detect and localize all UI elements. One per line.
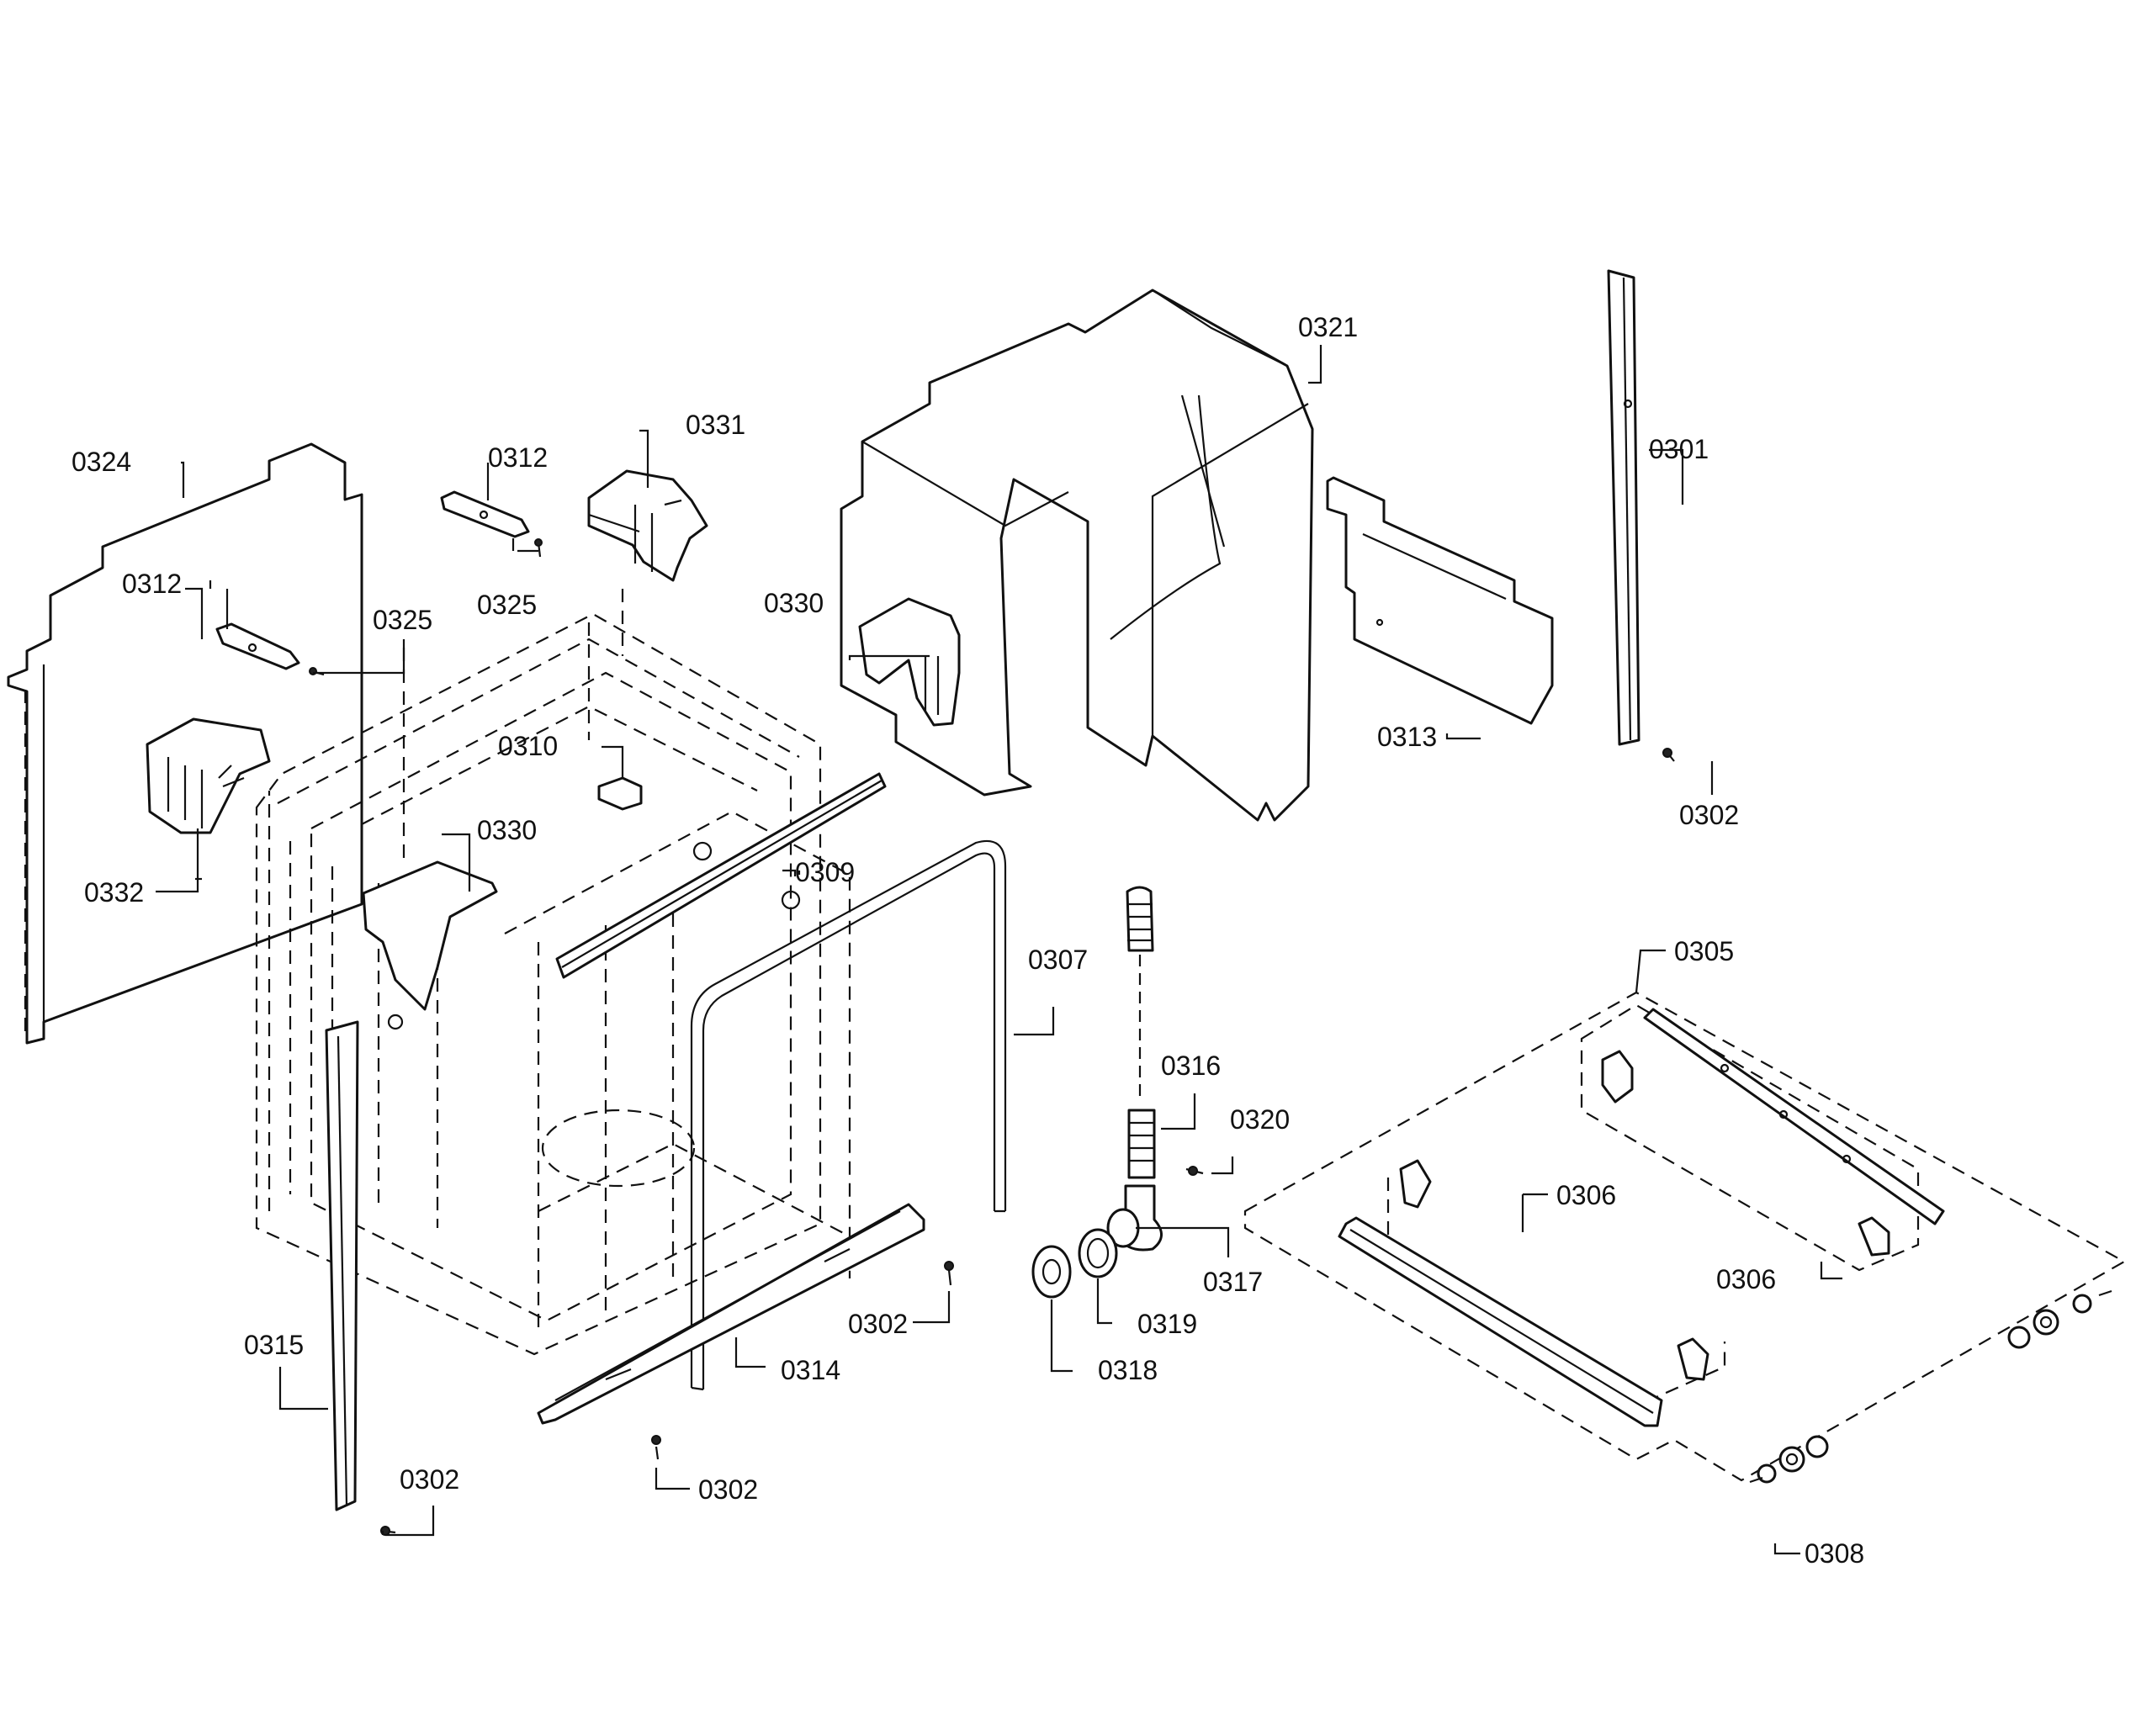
tube-0316-part[interactable]	[1126, 886, 1156, 1179]
label-0331: 0331	[686, 410, 745, 440]
side-strip-0315-part[interactable]	[325, 1020, 359, 1511]
rail-0306-front-part[interactable]	[1338, 1216, 1663, 1427]
part-labels: 0301 0302 0302 0302 0302 0305 0306 0306 …	[72, 312, 1864, 1569]
label-0312-top: 0312	[488, 442, 548, 473]
label-0307: 0307	[1028, 945, 1088, 975]
label-0302-c: 0302	[400, 1464, 459, 1495]
fitting-0317-part[interactable]	[1106, 1184, 1163, 1252]
label-0312-left: 0312	[122, 569, 182, 599]
label-0321: 0321	[1298, 312, 1358, 342]
bracket-0312-top-part[interactable]	[440, 490, 530, 538]
feet-0308-part[interactable]	[1749, 1289, 2112, 1484]
label-0308: 0308	[1805, 1538, 1864, 1569]
bracket-0332-part[interactable]	[146, 717, 271, 834]
label-0315: 0315	[244, 1330, 304, 1360]
bracket-0330-upper-part[interactable]	[858, 597, 961, 727]
label-0306-b: 0306	[1716, 1264, 1776, 1294]
label-0318: 0318	[1098, 1355, 1158, 1385]
panel-0313-part[interactable]	[1326, 476, 1554, 725]
base-plate-0314-part[interactable]	[537, 1203, 925, 1425]
label-0302-right: 0302	[1679, 800, 1739, 830]
label-0330-lower: 0330	[477, 815, 537, 845]
rail-0305-part[interactable]	[1643, 1008, 1945, 1225]
label-0325-left: 0325	[373, 605, 432, 635]
bracket-0312-left-part[interactable]	[215, 622, 300, 670]
clip-0310-part[interactable]	[597, 776, 643, 811]
bracket-0331-part[interactable]	[587, 469, 708, 582]
leader-lines	[156, 345, 1842, 1555]
label-0302-a: 0302	[848, 1309, 908, 1339]
screw-0320-part[interactable]	[1185, 1166, 1204, 1176]
label-0306-a: 0306	[1556, 1180, 1616, 1210]
bracket-0330-lower-part[interactable]	[362, 860, 498, 1030]
label-0302-b: 0302	[698, 1474, 758, 1505]
label-0319: 0319	[1137, 1309, 1197, 1339]
ring-0319-part[interactable]	[1078, 1228, 1118, 1278]
label-0316: 0316	[1161, 1051, 1221, 1081]
label-0310: 0310	[498, 731, 558, 761]
label-0309: 0309	[795, 857, 855, 887]
clip-0306-part[interactable]	[1399, 1050, 1890, 1381]
tub-frame-part[interactable]	[255, 589, 851, 1356]
label-0314: 0314	[781, 1355, 840, 1385]
screw-0302-part[interactable]	[380, 748, 1675, 1536]
label-0317: 0317	[1203, 1267, 1263, 1297]
rail-0309-part[interactable]	[555, 772, 887, 979]
cap-0318-part[interactable]	[1031, 1245, 1072, 1299]
label-0332: 0332	[84, 877, 144, 908]
label-0330-upper: 0330	[764, 588, 824, 618]
door-seal-0307-part[interactable]	[690, 839, 1007, 1391]
label-0324: 0324	[72, 447, 131, 477]
label-0301: 0301	[1649, 434, 1709, 464]
vertical-strip-0301-part[interactable]	[1607, 269, 1640, 746]
insulation-hood-0321-part[interactable]	[840, 288, 1314, 822]
label-0320: 0320	[1230, 1104, 1290, 1135]
label-0325-top: 0325	[477, 590, 537, 620]
label-0305: 0305	[1674, 936, 1734, 966]
label-0313: 0313	[1377, 722, 1437, 752]
